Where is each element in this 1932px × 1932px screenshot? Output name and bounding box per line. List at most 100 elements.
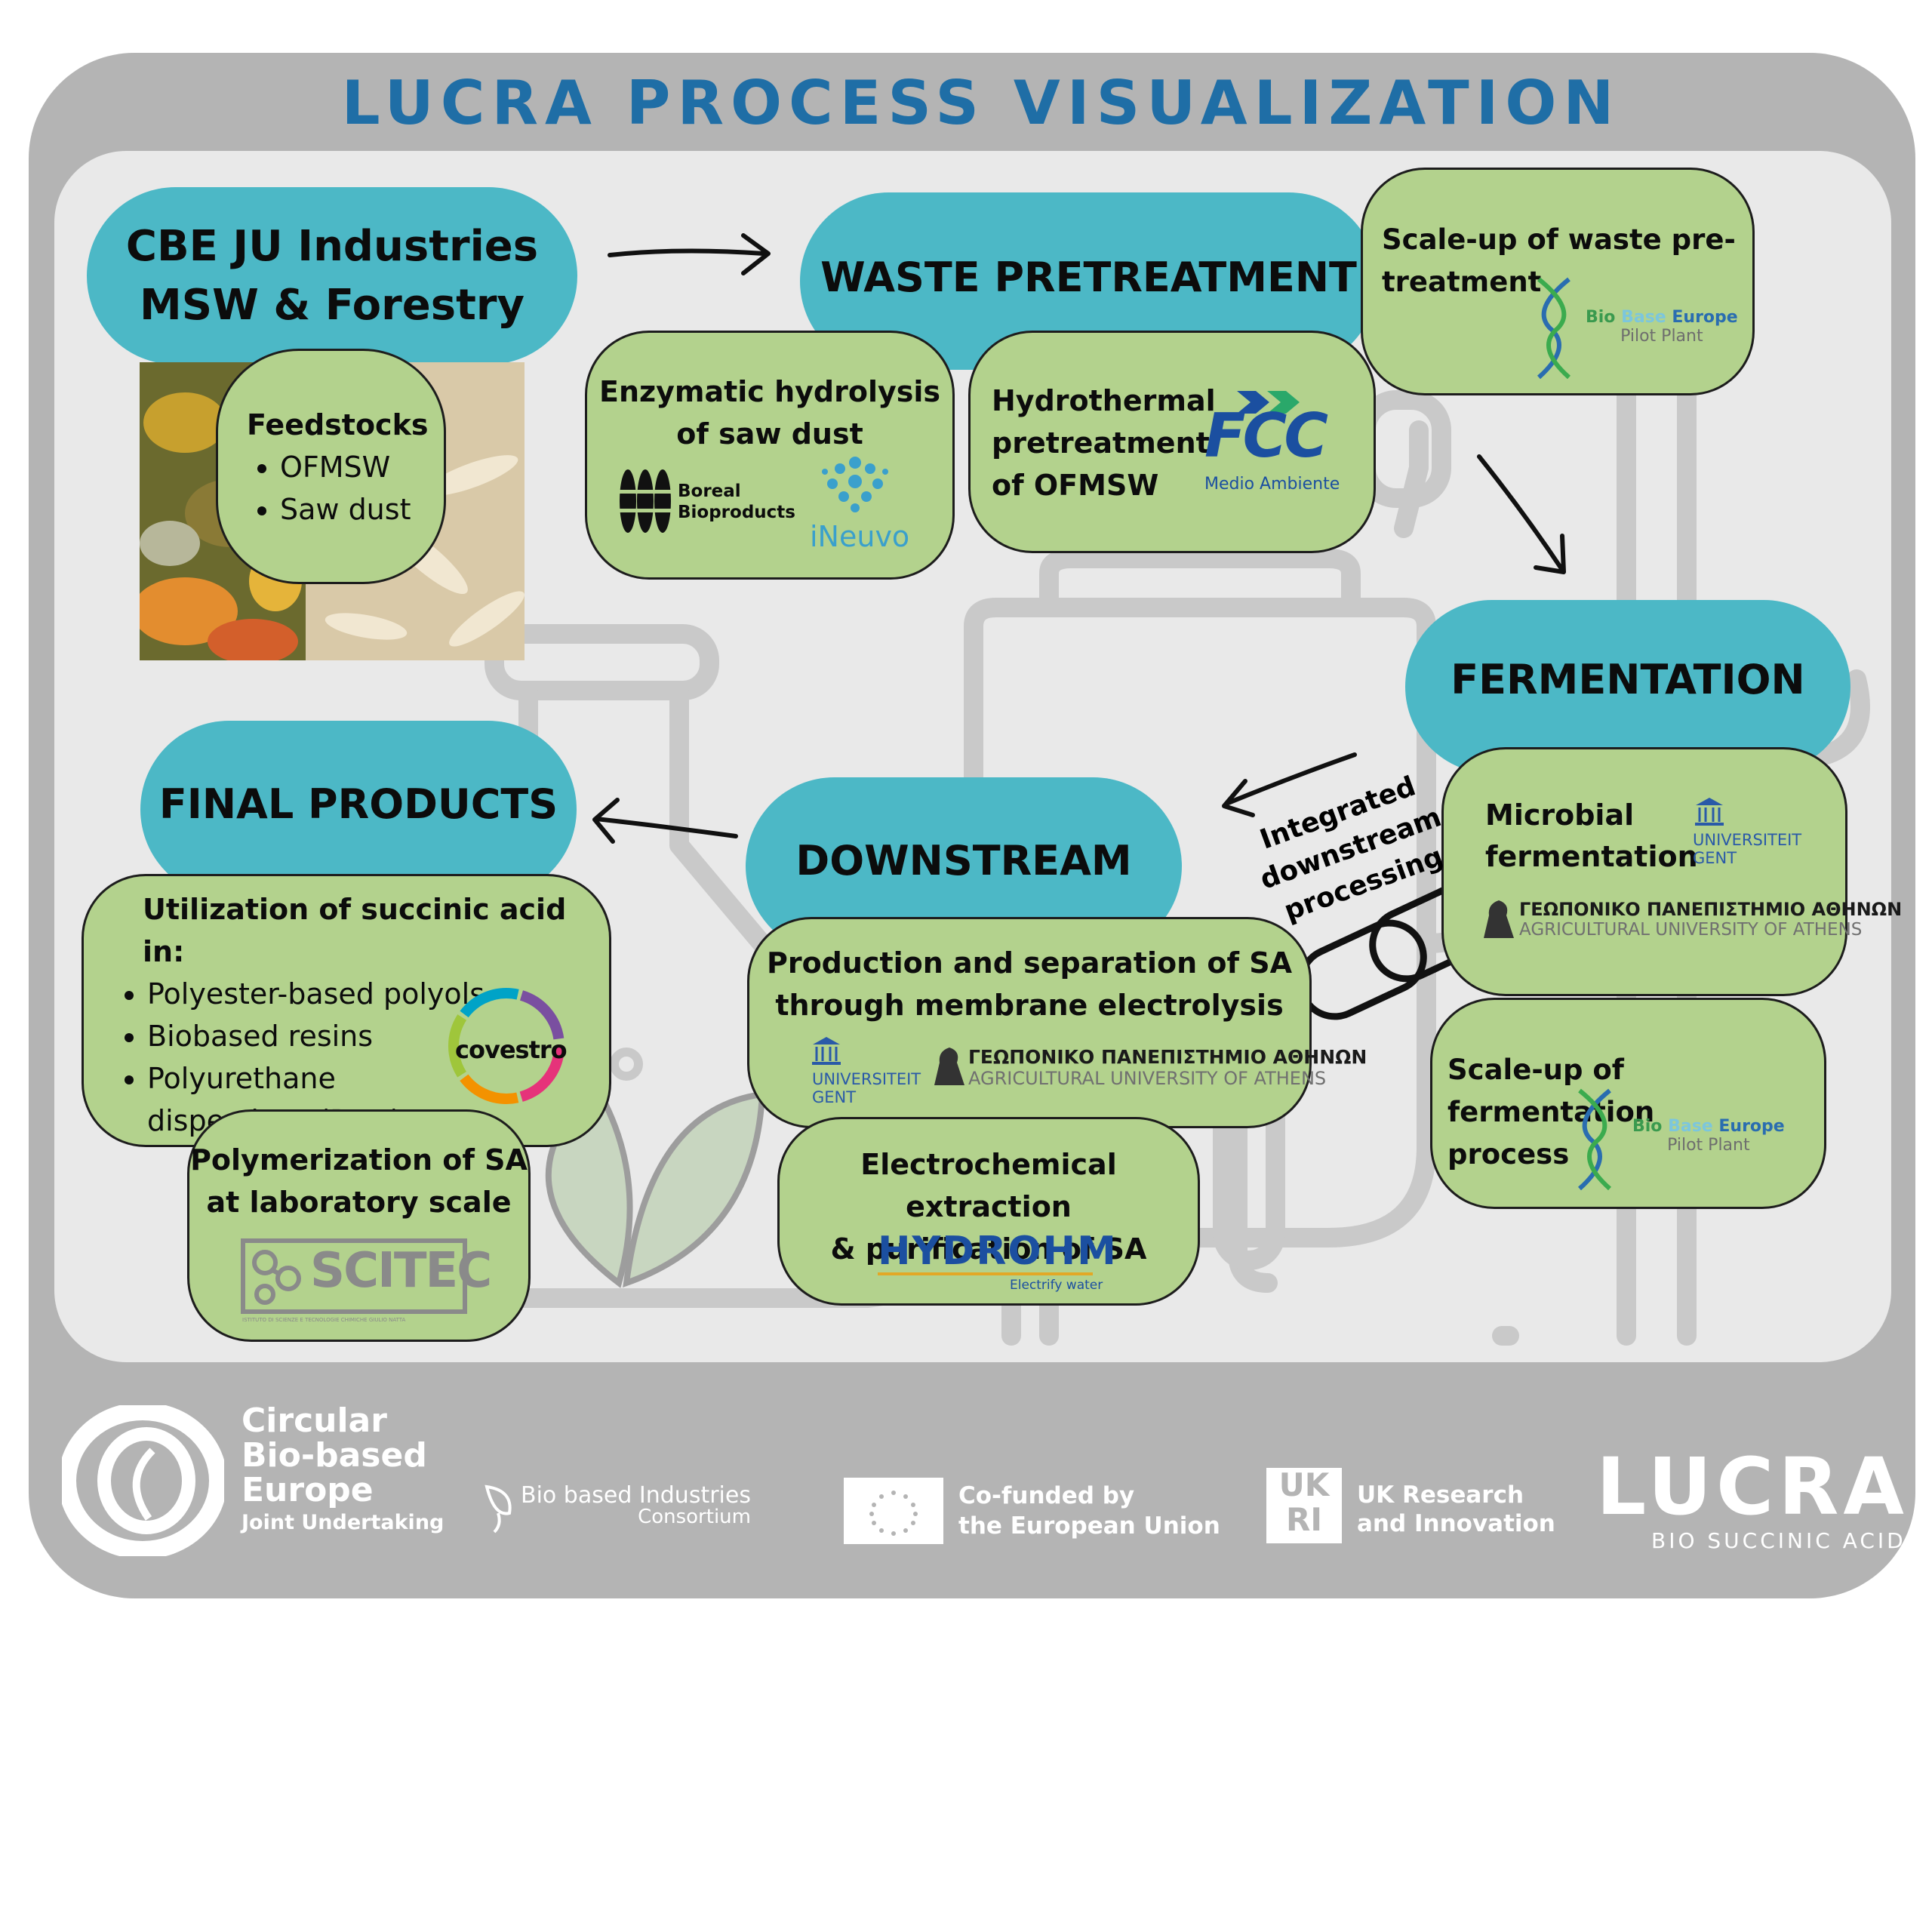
bic-leaf-icon bbox=[485, 1484, 512, 1534]
aua-greek-text: ΓΕΩΠΟΝΙΚΟ ΠΑΝΕΠΙΣΤΗΜΙΟ ΑΘΗΝΩΝ bbox=[968, 1046, 1367, 1068]
fcc-chevrons-icon bbox=[1237, 391, 1300, 414]
ugent-text-2: GENT bbox=[812, 1088, 857, 1106]
enzymatic-line1: Enzymatic hydrolysis bbox=[598, 375, 940, 408]
cbe-line1: CBE JU Industries bbox=[125, 221, 539, 271]
dna-helix-icon bbox=[1578, 1088, 1611, 1191]
cbe-line2: MSW & Forestry bbox=[140, 280, 525, 330]
eu-stars-icon bbox=[869, 1491, 918, 1536]
feedstocks-list: OFMSW Saw dust bbox=[247, 446, 444, 531]
utilization-heading: Utilization of succinic acid in: bbox=[143, 893, 567, 968]
arrow-to-final-products bbox=[594, 817, 738, 838]
scaleup-waste-node: Scale-up of waste pre- treatment Bio Bas… bbox=[1361, 168, 1755, 395]
arrow-to-fermentation bbox=[1477, 454, 1564, 572]
production-separation-node: Production and separation of SA through … bbox=[747, 917, 1367, 1128]
aua-figure-icon bbox=[934, 1048, 964, 1085]
scaleup-ferm-line2: process bbox=[1447, 1138, 1570, 1171]
eu-text-2: the European Union bbox=[958, 1512, 1220, 1540]
electrochemical-extraction-node: Electrochemical extraction & purificatio… bbox=[777, 1117, 1200, 1306]
scaleup-ferm-line1: Scale-up of fermentation bbox=[1447, 1054, 1655, 1128]
aua-english-text: AGRICULTURAL UNIVERSITY OF ATHENS bbox=[968, 1068, 1327, 1089]
hydrothermal-line3: of OFMSW bbox=[992, 469, 1159, 502]
bbe-text-europe: Europe bbox=[1712, 1117, 1785, 1136]
ukri-logo-text: UK Research and Innovation bbox=[1357, 1481, 1555, 1538]
enzymatic-line2: of saw dust bbox=[676, 417, 863, 451]
bic-text-1: Bio based Industries bbox=[521, 1482, 751, 1509]
fcc-logo-text: FCC bbox=[1204, 401, 1328, 471]
bic-logo-text: Bio based Industries Consortium bbox=[521, 1482, 751, 1528]
eu-text-1: Co-funded by bbox=[958, 1482, 1135, 1509]
scaleup-waste-line2: treatment bbox=[1382, 266, 1542, 298]
page-title: LUCRA PROCESS VISUALIZATION bbox=[341, 68, 1621, 138]
scitec-logo-subtitle: ISTITUTO DI SCIENZE E TECNOLOGIE CHIMICH… bbox=[242, 1317, 406, 1323]
boreal-bioproducts-logo: Boreal Bioproducts bbox=[678, 481, 795, 523]
boreal-logo-icon bbox=[617, 469, 674, 533]
ukri-mark-2: RI bbox=[1286, 1501, 1322, 1538]
bbe-text-bio: Bio bbox=[1632, 1117, 1669, 1136]
dna-helix-icon bbox=[1537, 277, 1571, 380]
polymerization-line2: at laboratory scale bbox=[206, 1186, 512, 1219]
boreal-logo-text: Boreal bbox=[678, 481, 741, 501]
polymerization-line1: Polymerization of SA bbox=[190, 1143, 528, 1177]
cbe-ju-logo-text: Circular Bio-based Europe Joint Undertak… bbox=[242, 1404, 444, 1538]
cbe-ju-logo-icon bbox=[62, 1405, 224, 1556]
polymerization-node: Polymerization of SA at laboratory scale… bbox=[187, 1109, 531, 1342]
hydrohm-logo-text: HYDROHM bbox=[878, 1229, 1118, 1274]
production-line1: Production and separation of SA bbox=[766, 946, 1293, 980]
ukri-logo-mark: UK RI bbox=[1266, 1468, 1342, 1543]
bbe-text-pilot-plant: Pilot Plant bbox=[1667, 1136, 1750, 1155]
utilization-item: Biobased resins bbox=[147, 1015, 609, 1057]
bbe-text-base: Base bbox=[1621, 308, 1666, 327]
cbe-text-2: Bio-based bbox=[242, 1436, 427, 1475]
scitec-logo-box bbox=[241, 1238, 467, 1314]
cbe-text-3: Europe bbox=[242, 1471, 374, 1509]
utilization-item: Polyurethane bbox=[147, 1057, 609, 1100]
bbe-text-pilot-plant: Pilot Plant bbox=[1620, 327, 1703, 346]
scaleup-fermentation-node: Scale-up of fermentation process Bio Bas… bbox=[1430, 998, 1826, 1209]
bioproducts-logo-text: Bioproducts bbox=[678, 503, 795, 522]
ugent-text-1: UNIVERSITEIT bbox=[1693, 831, 1802, 849]
ugent-building-icon bbox=[1695, 798, 1724, 826]
cbe-industries-node: CBE JU Industries MSW & Forestry bbox=[87, 187, 577, 365]
ukri-text-2: and Innovation bbox=[1357, 1510, 1555, 1537]
hydrothermal-line1: Hydrothermal bbox=[992, 384, 1216, 417]
ugent-logo: UNIVERSITEIT GENT bbox=[1693, 831, 1801, 867]
fcc-logo-subtitle: Medio Ambiente bbox=[1204, 475, 1340, 494]
feedstock-item: OFMSW bbox=[280, 446, 444, 488]
feedstock-item: Saw dust bbox=[280, 488, 444, 531]
final-products-node: FINAL PRODUCTS bbox=[140, 721, 577, 898]
ukri-text-1: UK Research bbox=[1357, 1481, 1524, 1509]
ukri-mark-1: UK bbox=[1278, 1466, 1330, 1503]
ineuvo-logo-icon bbox=[822, 457, 888, 512]
lucra-logo-subtitle: BIO SUCCINIC ACID bbox=[1651, 1528, 1906, 1553]
aua-logo: ΓΕΩΠΟΝΙΚΟ ΠΑΝΕΠΙΣΤΗΜΙΟ ΑΘΗΝΩΝ AGRICULTUR… bbox=[1519, 899, 1902, 940]
utilization-node: Utilization of succinic acid in: Polyest… bbox=[82, 874, 611, 1147]
scitec-logo-text: SCITEC bbox=[310, 1243, 492, 1299]
ineuvo-logo-text: iNeuvo bbox=[810, 520, 910, 553]
bic-text-2: Consortium bbox=[638, 1506, 751, 1528]
bio-base-europe-logo: Bio Base Europe Pilot Plant bbox=[1632, 1117, 1785, 1155]
arrow-to-waste-pretreatment bbox=[608, 248, 766, 257]
microbial-line2: fermentation bbox=[1485, 840, 1698, 873]
bbe-text-europe: Europe bbox=[1666, 308, 1738, 327]
eu-cofunded-text: Co-funded by the European Union bbox=[958, 1481, 1220, 1541]
fermentation-node: FERMENTATION bbox=[1405, 600, 1850, 774]
electro-line1: Electrochemical extraction bbox=[860, 1148, 1117, 1223]
covestro-logo-text: covestro bbox=[455, 1035, 568, 1064]
aua-greek-text: ΓΕΩΠΟΝΙΚΟ ΠΑΝΕΠΙΣΤΗΜΙΟ ΑΘΗΝΩΝ bbox=[1519, 899, 1903, 920]
ugent-text-2: GENT bbox=[1693, 849, 1737, 867]
ugent-building-icon bbox=[812, 1037, 841, 1065]
bbe-text-bio: Bio bbox=[1586, 308, 1622, 327]
hydrothermal-line2: pretreatment bbox=[992, 426, 1210, 460]
feedstocks-heading: Feedstocks bbox=[247, 408, 429, 441]
electro-line2: & purification of SA bbox=[830, 1232, 1147, 1266]
covestro-ring-icon bbox=[448, 988, 565, 1104]
utilization-item: Polyester-based polyols bbox=[147, 973, 609, 1015]
feedstocks-node: Feedstocks OFMSW Saw dust bbox=[216, 349, 446, 584]
scitec-molecule-icon bbox=[252, 1250, 301, 1305]
microbial-line1: Microbial bbox=[1485, 798, 1635, 832]
bio-base-europe-logo: Bio Base Europe Pilot Plant bbox=[1586, 308, 1738, 346]
aua-figure-icon bbox=[1484, 900, 1514, 938]
hydrohm-logo-subtitle: Electrify water bbox=[1010, 1278, 1103, 1293]
bbe-text-base: Base bbox=[1668, 1117, 1713, 1136]
lucra-logo-text: LUCRA bbox=[1596, 1441, 1909, 1533]
